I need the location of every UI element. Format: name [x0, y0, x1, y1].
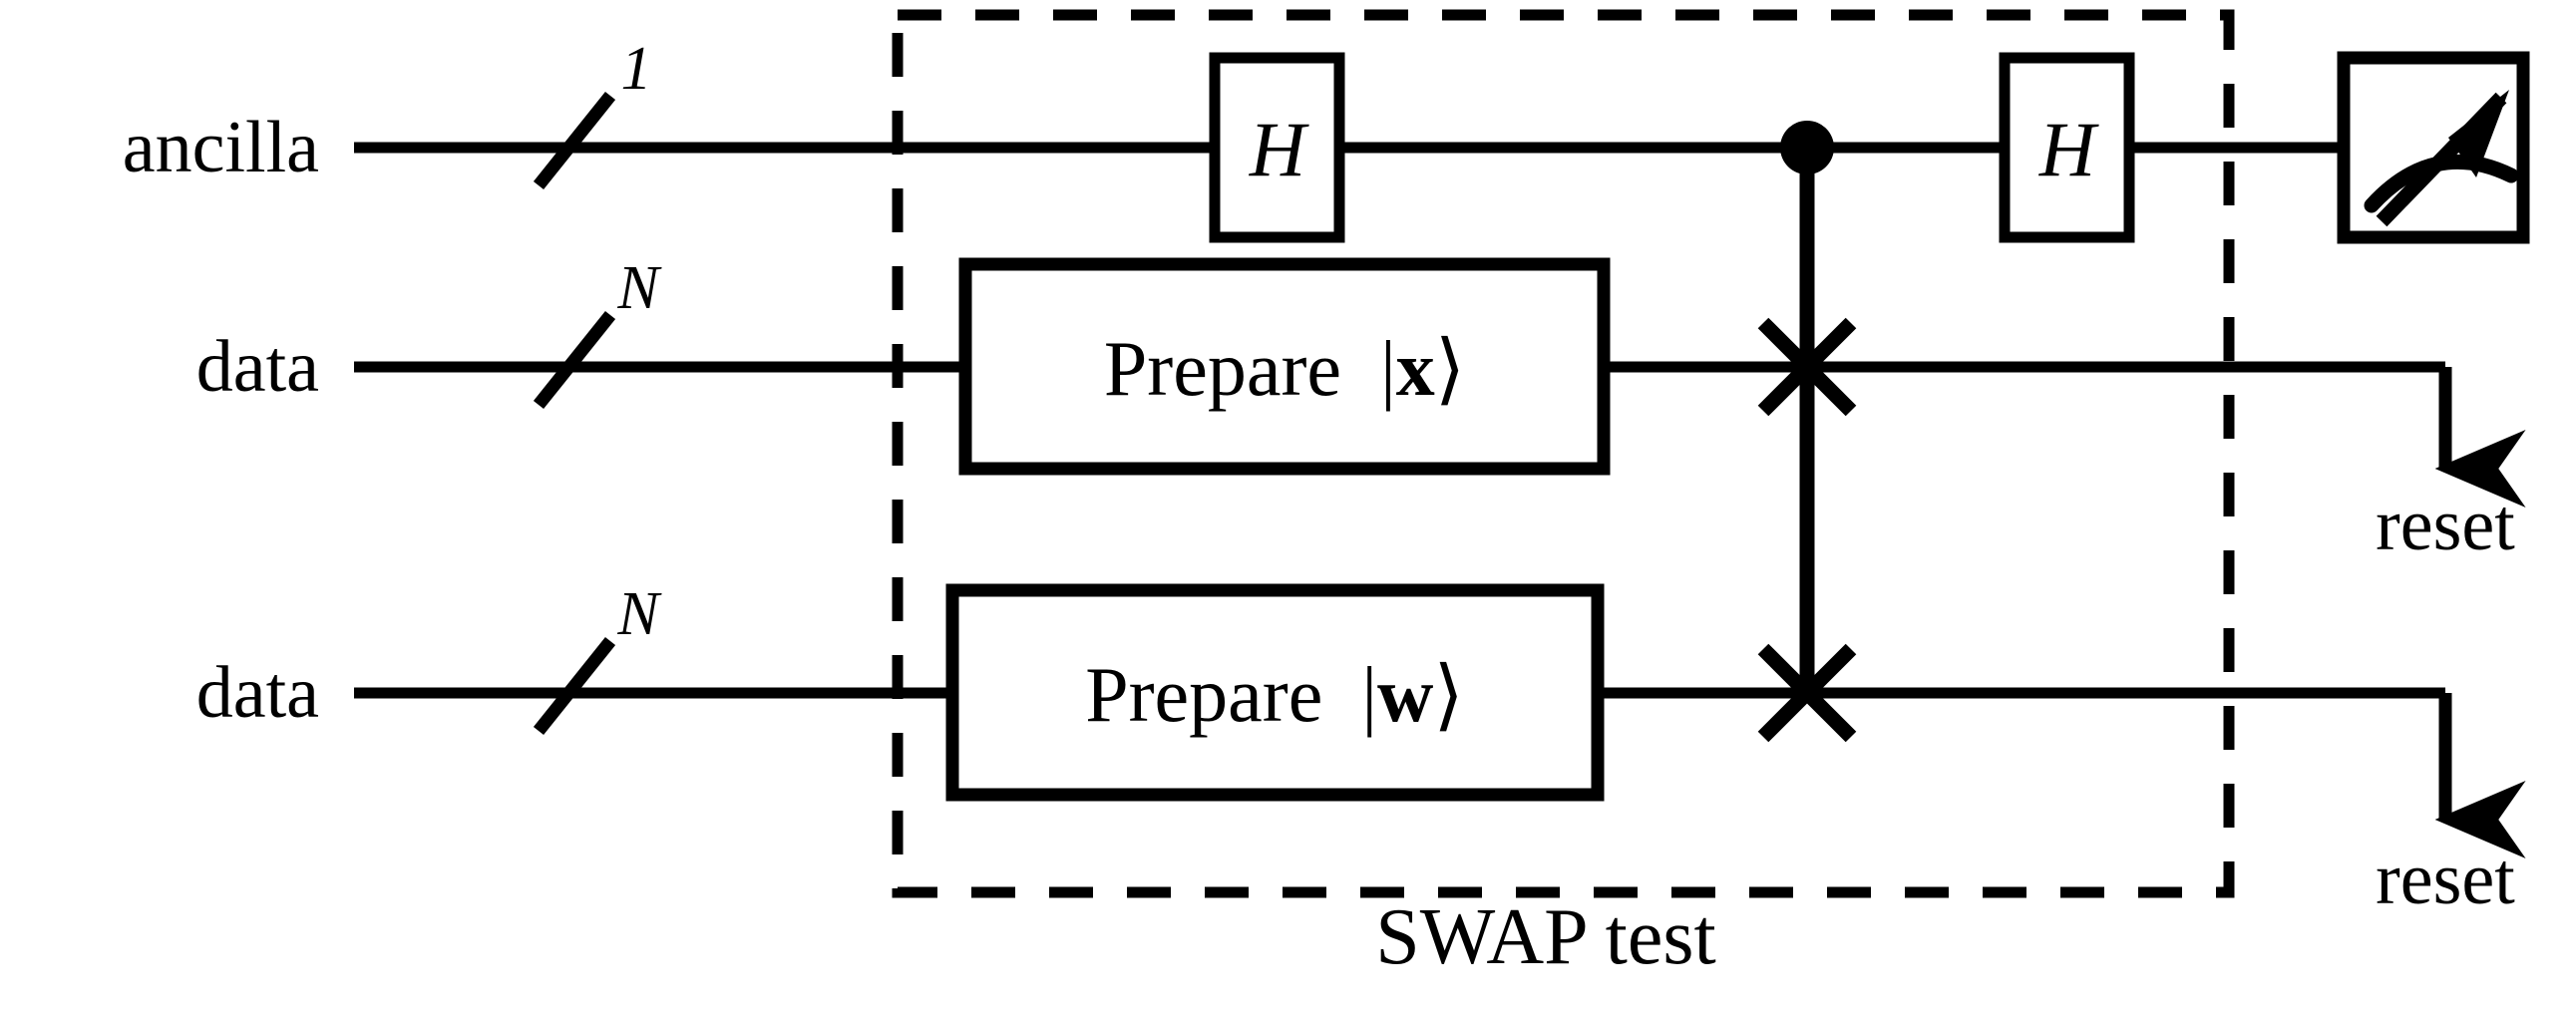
hadamard-gate-2-box[interactable]: [1999, 52, 2135, 243]
hadamard-gate-1-box[interactable]: [1209, 52, 1345, 243]
prepare-x-prefix: Prepare: [1103, 325, 1342, 412]
hadamard-gate-2-label: H: [2038, 106, 2096, 192]
prepare-w-ket-open: |: [1361, 651, 1378, 738]
swap-test-group-label: SWAP test: [1375, 893, 1716, 981]
prepare-w-gate-box[interactable]: [945, 583, 1605, 802]
wire-label-ancilla: ancilla: [122, 107, 319, 188]
reset-label-data-w: reset: [2376, 839, 2515, 920]
measurement-gate[interactable]: [2337, 51, 2530, 244]
cswap-control-dot: [1780, 121, 1834, 174]
prepare-w-gate-label: Prepare |w⟩: [1085, 656, 1464, 734]
wire-label-data-x: data: [195, 326, 319, 408]
swap-target-top-icon: [1757, 317, 1857, 417]
hadamard-gate-1-label: H: [1249, 106, 1306, 192]
prepare-w-prefix: Prepare: [1085, 651, 1323, 738]
reset-label-data-x: reset: [2376, 485, 2515, 566]
prepare-x-ket-symbol: x: [1395, 325, 1435, 412]
prepare-x-ket-open: |: [1380, 325, 1396, 412]
wire-width-label-data-w: N: [617, 580, 659, 648]
wire-width-label-data-x: N: [617, 254, 659, 322]
prepare-x-gate-box[interactable]: [958, 257, 1611, 476]
meter-needle-head-icon: [2448, 90, 2509, 177]
prepare-w-ket-close: ⟩: [1433, 651, 1464, 738]
wire-width-slash-ancilla: [533, 91, 616, 190]
prepare-x-gate-label: Prepare |x⟩: [1104, 330, 1465, 408]
wire-label-data-w: data: [195, 652, 319, 734]
swap-target-bottom-icon: [1757, 643, 1857, 743]
prepare-w-ket-symbol: w: [1377, 651, 1434, 738]
wire-width-slash-data-w: [533, 636, 616, 736]
swap-test-group-box: [892, 9, 2235, 898]
wire-width-label-ancilla: 1: [620, 35, 652, 103]
prepare-x-ket-close: ⟩: [1434, 325, 1466, 412]
wire-width-slash-data-x: [533, 310, 616, 410]
